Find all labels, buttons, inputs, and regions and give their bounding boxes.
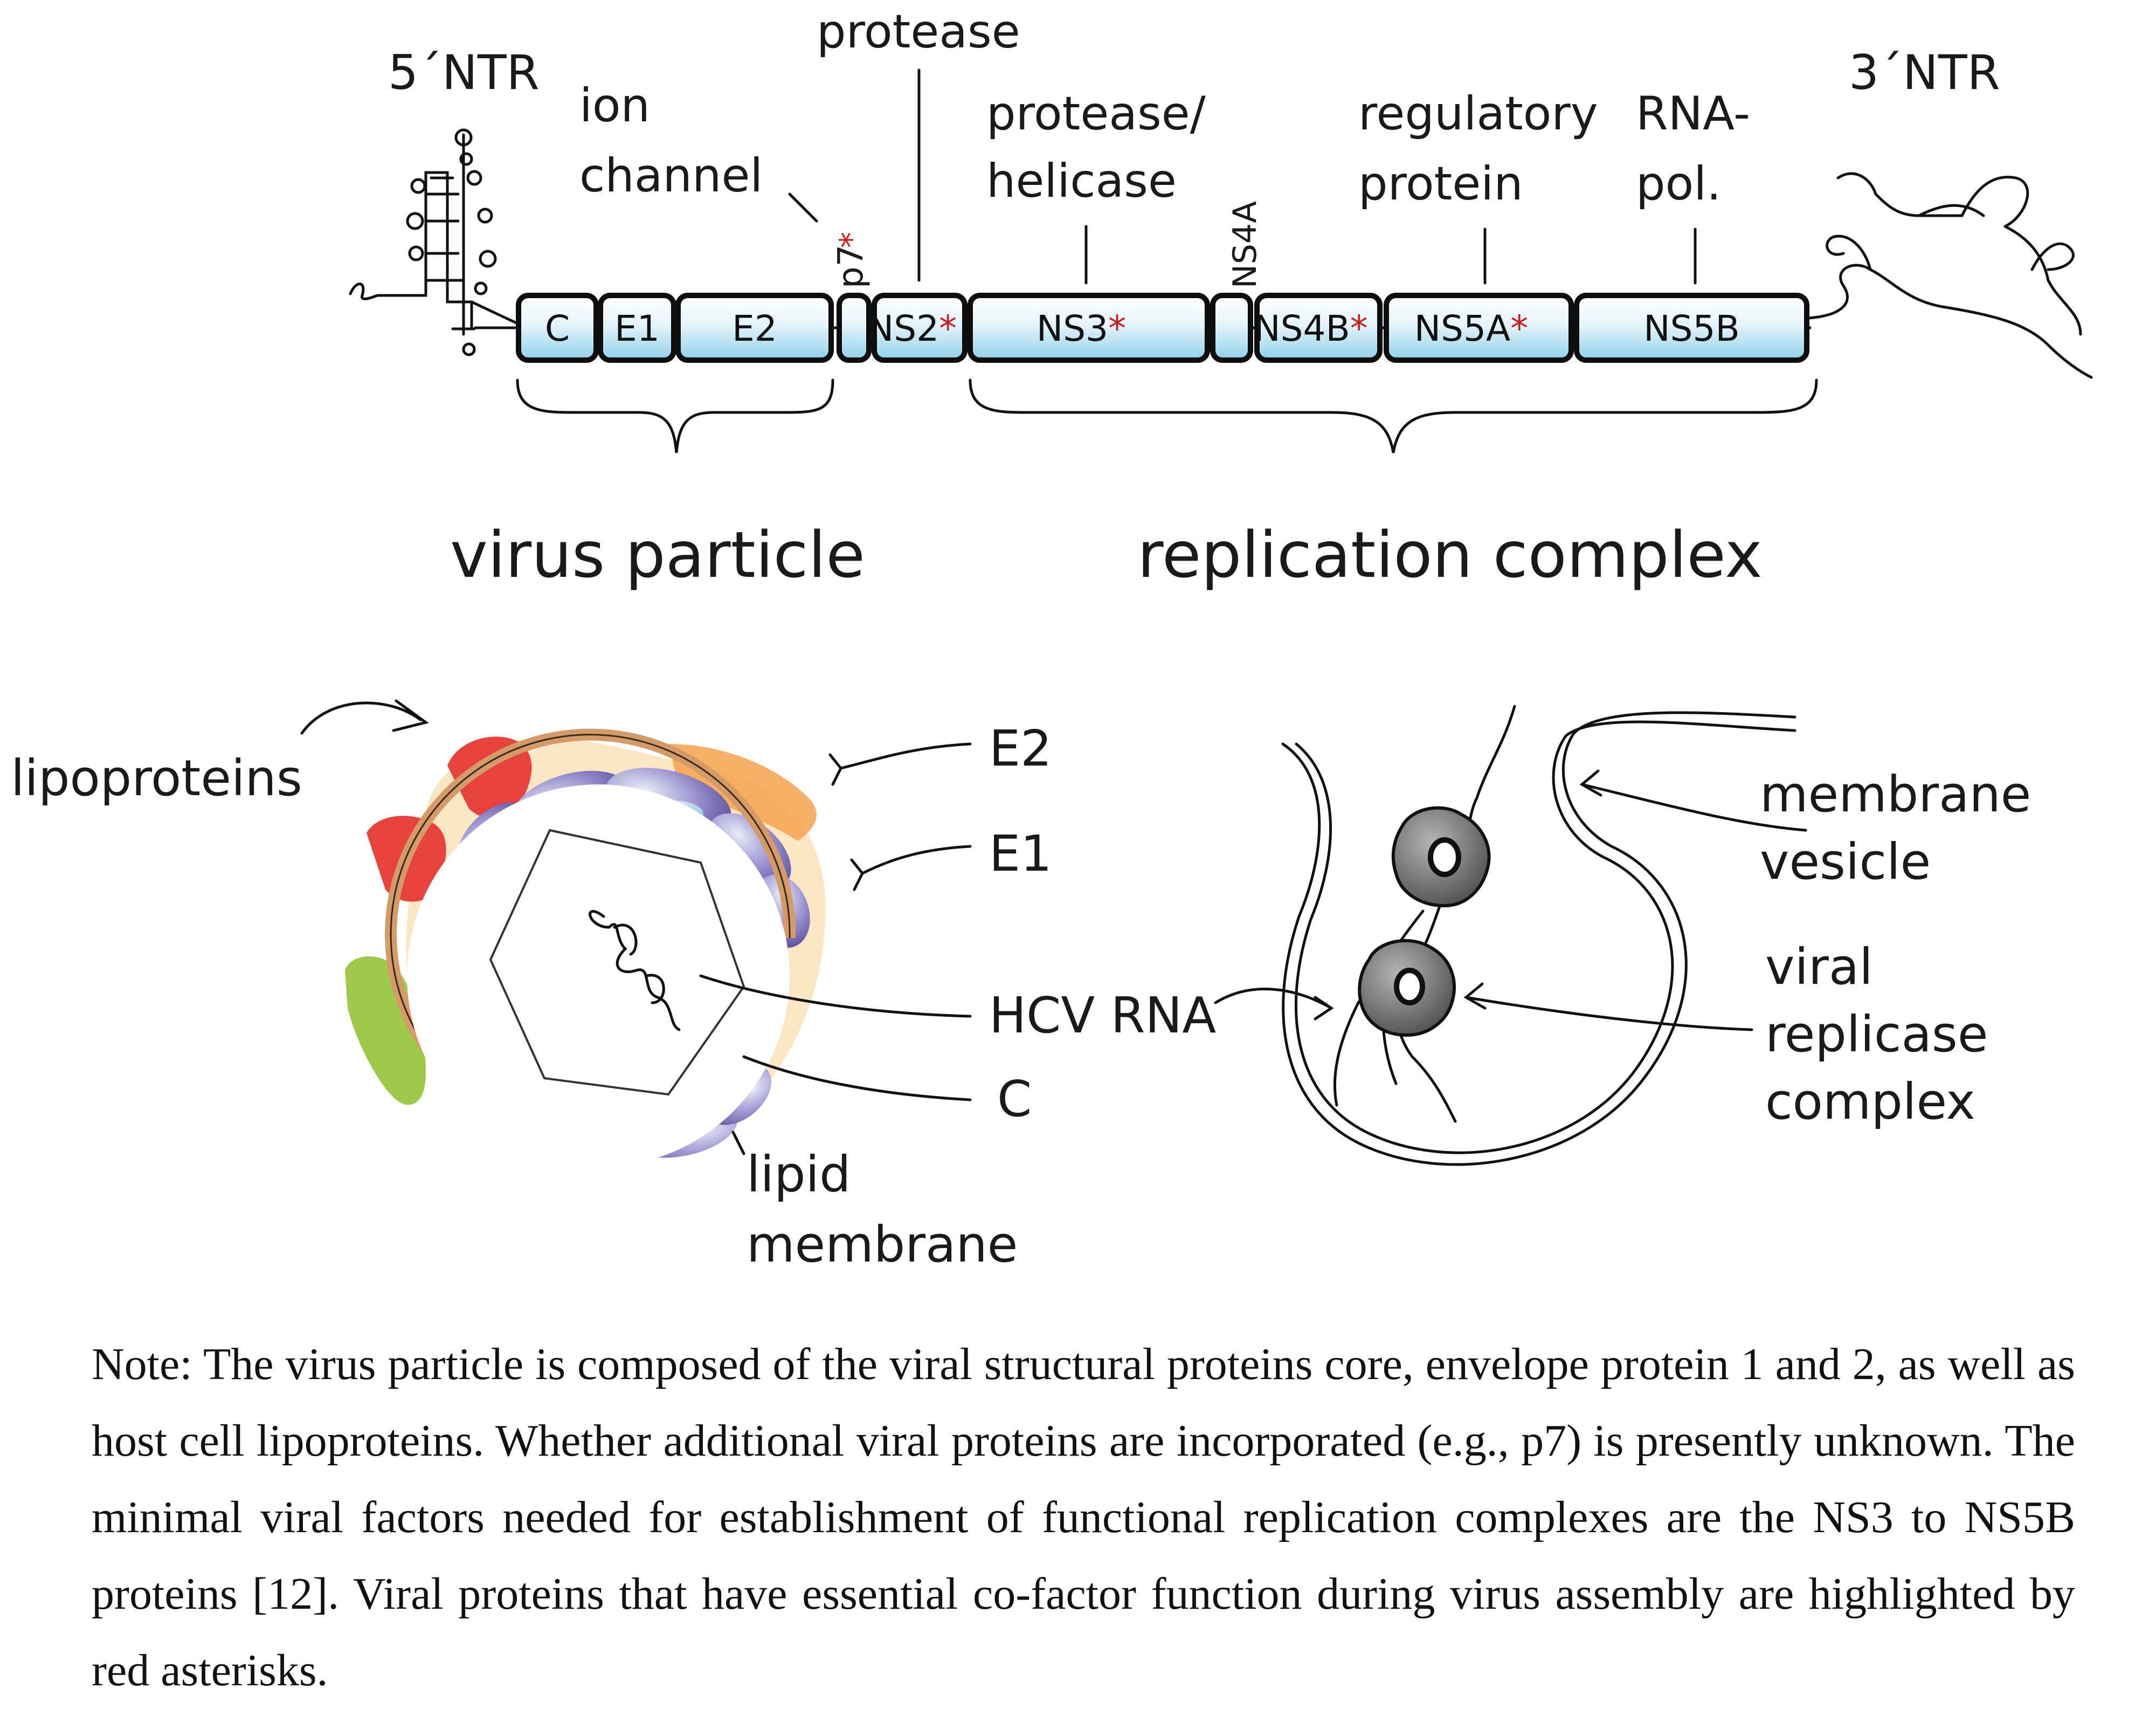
segment-c-label: C [545, 308, 570, 349]
segment-ns2 [872, 293, 968, 363]
virus-particle-brace [516, 378, 834, 453]
segment-ns3-label: NS3* [1036, 308, 1126, 349]
protease-label: protease [817, 5, 1020, 59]
lipoproteins-label: lipoproteins [11, 749, 302, 807]
three-prime-ntr-label: 3´NTR [1849, 45, 2000, 100]
virus-particle-label: virus particle [450, 518, 865, 592]
segment-ns5a [1384, 293, 1574, 363]
segment-p7 [837, 293, 872, 363]
ion-channel-pointer [788, 192, 818, 223]
segment-ns5a-asterisk: * [1510, 308, 1528, 349]
replication-complex-label: replication complex [1137, 518, 1763, 592]
segment-ns3-asterisk: * [1108, 308, 1126, 349]
replicase-complex-2 [1358, 939, 1456, 1037]
segment-c [516, 293, 599, 363]
membrane-vesicle-illustration [1281, 705, 1796, 1166]
complex-label: complex [1765, 1073, 1975, 1131]
c-arrow [742, 1055, 972, 1101]
virus-particle-illustration [345, 728, 826, 1167]
replicase-label: replicase [1765, 1005, 1988, 1063]
replication-complex-brace [969, 378, 1818, 453]
segment-ns2-asterisk: * [939, 308, 957, 349]
rna-pol-line2: pol. [1636, 157, 1721, 211]
e1-arrow [850, 845, 972, 891]
p7-asterisk: * [833, 232, 870, 248]
regulatory-protein-line2: protein [1358, 157, 1523, 211]
membrane-label: membrane [747, 1216, 1018, 1273]
hcv-rna-coil [589, 909, 681, 1031]
segment-e1-label: E1 [614, 308, 660, 349]
vesicle-label: vesicle [1760, 833, 1931, 891]
viral-label: viral [1765, 938, 1873, 996]
segment-ns5b [1574, 293, 1809, 363]
channel-label: channel [579, 149, 763, 203]
lipoproteins-arrow [300, 699, 429, 735]
replicase-arrow [1463, 982, 1753, 1031]
hcv-rna-to-vesicle-arrow [1214, 988, 1334, 1021]
protease-helicase-line2: helicase [986, 154, 1177, 208]
e1-label: E1 [989, 825, 1052, 883]
segment-e2-label: E2 [732, 308, 777, 349]
ns4a-label: NS4A [1226, 201, 1264, 288]
ion-label: ion [579, 79, 650, 133]
segment-ns5a-label: NS5A* [1414, 308, 1528, 349]
membrane-label-vesicle: membrane [1760, 766, 2031, 823]
segment-ns3 [968, 293, 1210, 363]
five-prime-ntr-structure [349, 128, 519, 356]
e2-arrow [828, 742, 972, 786]
segment-ns4a [1210, 293, 1253, 363]
protease-helicase-line1: protease/ [986, 87, 1206, 141]
ns4a-label-group: NS4A [1226, 201, 1264, 288]
five-prime-ntr-label: 5´NTR [388, 45, 540, 100]
polyprotein-segments: C E1 E2 NS2* NS3* NS4B* NS5A* NS5B [474, 293, 1811, 363]
rna-pol-line1: RNA- [1636, 87, 1750, 141]
segment-ns5b-label: NS5B [1643, 308, 1740, 349]
segment-ns4b [1254, 293, 1383, 363]
figure-note: Note: The virus particle is composed of … [92, 1339, 2075, 1696]
membrane-vesicle-arrow [1579, 769, 1807, 832]
three-prime-ntr-structure [1807, 172, 2093, 379]
replicase-complex-1 [1391, 806, 1491, 908]
e2-label: E2 [989, 720, 1052, 777]
segment-ns4b-asterisk: * [1350, 308, 1368, 349]
lipid-label: lipid [747, 1146, 851, 1203]
p7-label-group: p7 * [831, 232, 871, 288]
segment-e2 [675, 293, 834, 363]
segment-ns2-label: NS2* [867, 308, 957, 349]
lipid-membrane-pointer [731, 1131, 745, 1155]
p7-label: p7 [831, 245, 871, 288]
hcv-rna-arrow [699, 974, 972, 1018]
hcv-rna-label: HCV RNA [989, 987, 1216, 1044]
segment-e1 [598, 293, 676, 363]
c-label: C [997, 1070, 1032, 1128]
segment-ns4b-label: NS4B* [1254, 308, 1368, 349]
regulatory-protein-line1: regulatory [1358, 87, 1598, 141]
